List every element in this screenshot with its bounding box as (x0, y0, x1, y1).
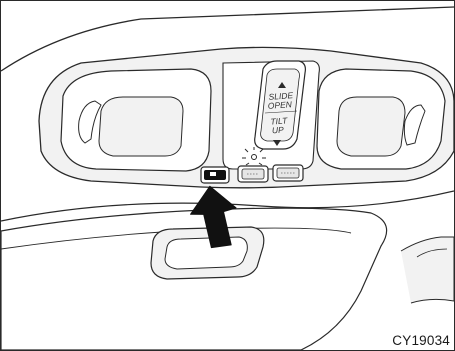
left-map-light-lens (99, 97, 183, 156)
right-side-trim (401, 237, 454, 303)
open-label: OPEN (267, 99, 293, 111)
pressed-button-mark (210, 172, 216, 176)
visor-handle[interactable] (165, 237, 247, 269)
right-map-light-lens (337, 97, 405, 156)
figure-code: CY19034 (392, 333, 450, 348)
up-label: UP (272, 125, 285, 136)
